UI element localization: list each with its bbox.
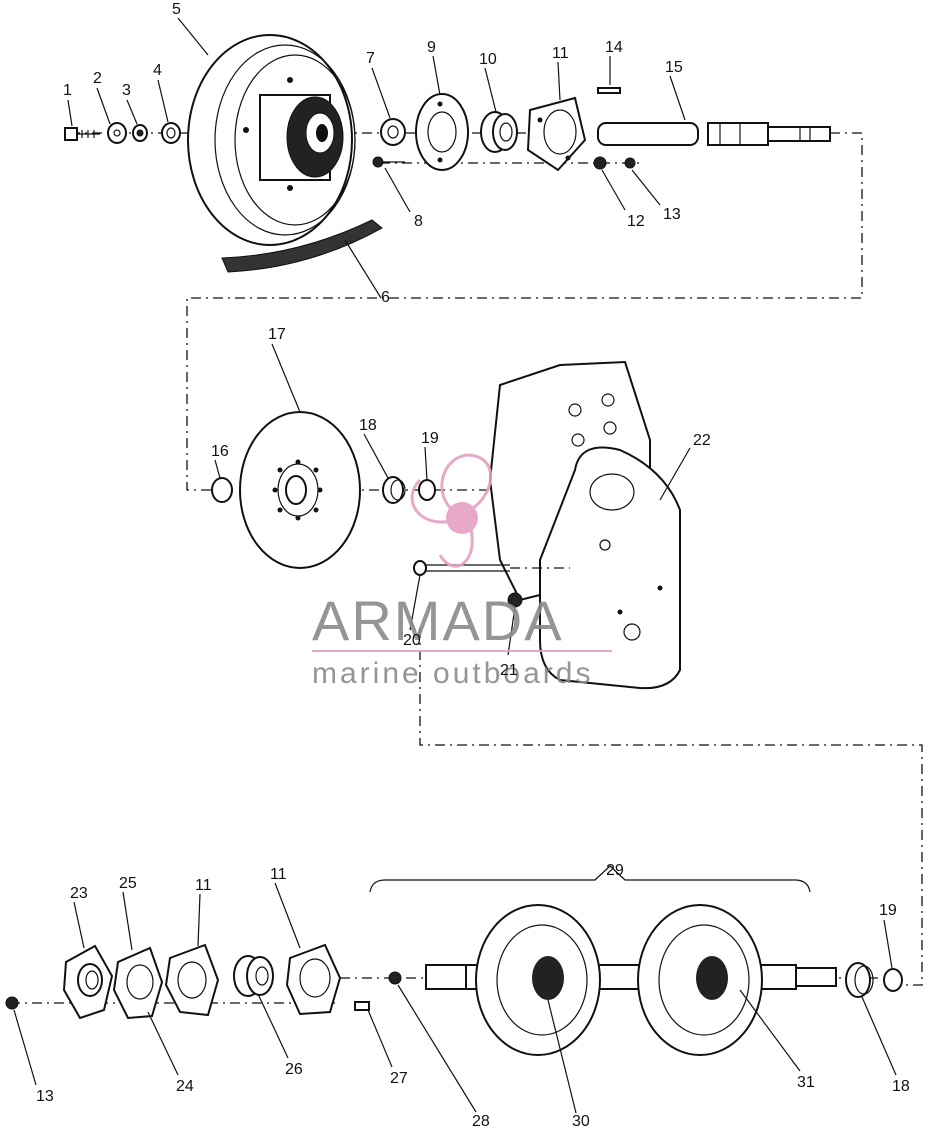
callout-22: 22 [693,432,711,449]
connector-line-lower [419,628,923,986]
callout-6: 6 [381,289,390,306]
callout-14: 14 [605,39,623,56]
ring-16 [211,477,233,503]
callout-29: 29 [606,862,624,879]
callout-5: 5 [172,1,181,18]
callout-13: 13 [663,206,681,223]
screw-27 [354,1001,370,1011]
drive-pulley-5 [187,34,356,246]
ring-19-mid [418,479,436,501]
nut-13-bottom [5,996,19,1010]
bolt-1 [64,127,100,141]
callout-4: 4 [153,62,162,79]
callout-25: 25 [119,875,137,892]
chaincase-22 [488,360,681,690]
watermark-brand: ARMADA [312,589,564,652]
callout-7: 7 [366,50,375,67]
callout-21: 21 [500,662,518,679]
leader-lines [13,17,897,1114]
screw-8 [372,156,405,168]
callout-20: 20 [403,632,421,649]
shaft-15 [597,122,831,146]
callout-31: 31 [797,1074,815,1091]
callout-26: 26 [285,1061,303,1078]
ring-19-bottom [883,968,903,992]
propeller-icon [410,453,493,568]
callout-2: 2 [93,70,102,87]
nut-13-top [624,157,636,169]
spacer-4 [161,122,181,144]
propeller-hub-icon [446,502,478,534]
callout-11: 11 [195,877,212,894]
washer-2 [107,122,127,144]
callout-8: 8 [414,213,423,230]
callout-30: 30 [572,1113,590,1130]
callout-3: 3 [122,82,131,99]
key-14 [597,87,621,94]
sprocket-31 [637,904,763,1056]
flange-11-bottom-b [285,943,342,1016]
callout-28: 28 [472,1113,490,1130]
callout-1: 1 [63,82,72,99]
washer-3 [132,124,148,142]
callout-9: 9 [427,39,436,56]
bearing-10 [480,111,518,153]
callout-11: 11 [270,866,287,883]
callout-11: 11 [552,45,569,62]
callout-10: 10 [479,51,497,68]
nut-21 [507,592,523,656]
flange-23 [62,944,114,1020]
callout-15: 15 [665,59,683,76]
nut-12 [593,156,607,170]
flange-11-top [526,96,587,172]
washer-7 [380,118,406,146]
callout-12: 12 [627,213,645,230]
flange-9 [415,93,469,171]
driven-disc-17 [239,411,361,569]
nut-28 [388,971,402,985]
top-centerlines [70,132,863,491]
bolt-20 [409,560,570,631]
sprocket-30 [475,904,601,1056]
bearing-18-mid [382,476,406,504]
belt-6 [221,219,383,299]
callout-13: 13 [36,1088,54,1105]
flange-11-bottom-a [164,943,220,1017]
bearing-26 [233,955,274,997]
callout-23: 23 [70,885,88,902]
callout-16: 16 [211,443,229,460]
gasket-24-25 [112,946,164,1020]
callout-19: 19 [879,902,897,919]
callout-27: 27 [390,1070,408,1087]
callout-19: 19 [421,430,439,447]
callout-18: 18 [892,1078,910,1095]
callout-18: 18 [359,417,377,434]
bearing-18-bottom [845,962,874,998]
callout-24: 24 [176,1078,194,1095]
callout-17: 17 [268,326,286,343]
armada-logo: ARMADA marine outboards [312,453,612,690]
watermark-tagline: marine outboards [312,657,593,690]
drive-shaft-assembly-29 [369,865,837,1056]
